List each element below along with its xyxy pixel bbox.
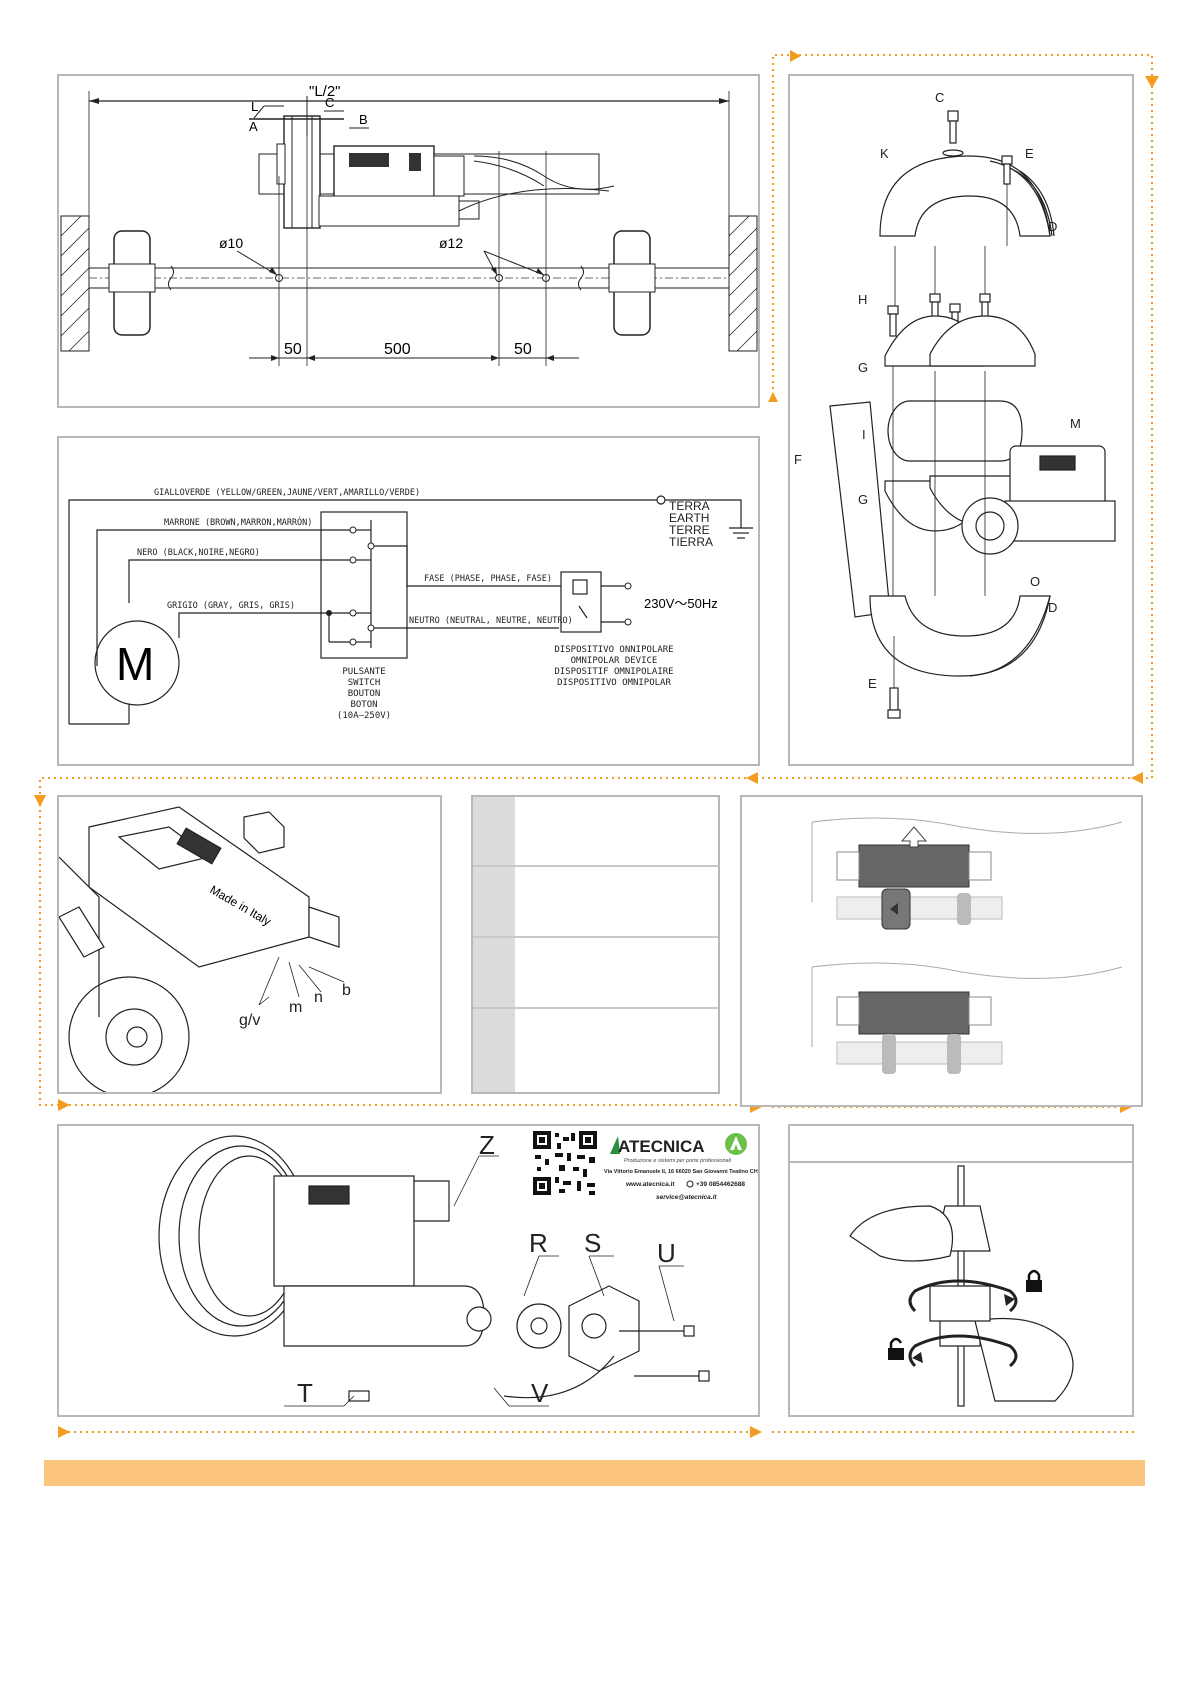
earth-label-fr: TERRE xyxy=(669,523,710,537)
footer-bar xyxy=(44,1460,1145,1486)
rotate-cw-icon xyxy=(1004,1294,1015,1306)
manual-release-diagram xyxy=(788,1124,1134,1417)
motor-terminal-diagram: Made in Italy g/v m n b xyxy=(57,795,442,1094)
wire-black-label: NERO (BLACK,NOIRE,NEGRO) xyxy=(137,548,260,558)
label-G-bottom: G xyxy=(858,492,868,507)
label-A: A xyxy=(249,119,258,134)
label-Z: Z xyxy=(479,1130,495,1160)
supply-label: 230V～50Hz xyxy=(644,596,718,611)
switch-label-en: SWITCH xyxy=(348,678,381,688)
label-T: T xyxy=(297,1378,313,1408)
brand-name: ATECNICA xyxy=(618,1137,705,1156)
label-C: C xyxy=(935,90,944,105)
step-table xyxy=(471,795,720,1094)
lock-open-icon xyxy=(888,1337,904,1360)
label-D-bottom: D xyxy=(1048,600,1057,615)
step-number-column xyxy=(473,797,515,1092)
label-I: I xyxy=(862,427,866,442)
table-divider xyxy=(473,936,718,938)
switch-label-es: BOTON xyxy=(350,700,377,710)
header-divider xyxy=(790,1161,1132,1163)
label-O: O xyxy=(1030,574,1040,589)
arrow-up-icon xyxy=(768,392,778,402)
earth-label-es: TIERRA xyxy=(669,535,713,549)
terminal-n: n xyxy=(314,989,323,1006)
label-E-bottom: E xyxy=(868,676,877,691)
wiring-diagram: GIALLOVERDE (YELLOW/GREEN,JAUNE/VERT,AMA… xyxy=(57,436,760,766)
wire-gray-label: GRIGIO (GRAY, GRIS, GRIS) xyxy=(167,601,295,611)
label-U: U xyxy=(657,1238,676,1268)
switch-block-bottom xyxy=(858,991,970,1035)
table-divider xyxy=(473,865,718,867)
label-H: H xyxy=(858,292,867,307)
phone-icon xyxy=(686,1180,694,1188)
label-L: L xyxy=(251,99,258,114)
dim-50-left: 50 xyxy=(284,341,302,358)
arrow-up-icon xyxy=(900,826,928,848)
brand-tagline: Produzione e sistemi per porte professio… xyxy=(624,1158,732,1164)
rotate-ccw-icon xyxy=(912,1352,923,1363)
label-F: F xyxy=(794,452,802,467)
dim-50-right: 50 xyxy=(514,341,532,358)
wire-ground-label: GIALLOVERDE (YELLOW/GREEN,JAUNE/VERT,AMA… xyxy=(154,488,420,498)
label-M: M xyxy=(1070,416,1081,431)
label-B: B xyxy=(359,112,368,127)
arrow-down-icon xyxy=(34,795,46,807)
phi10-label: ø10 xyxy=(219,235,243,251)
arrow-right-icon xyxy=(58,1099,70,1111)
label-R: R xyxy=(529,1228,548,1258)
label-V: V xyxy=(531,1378,549,1408)
brand-phone: +39 0854462688 xyxy=(696,1181,745,1188)
arrow-right-icon xyxy=(750,1426,762,1438)
installation-diagram: "L/2" xyxy=(57,74,760,408)
exploded-view: C E K D H G I F M G O D E xyxy=(788,74,1134,766)
terminal-gv: g/v xyxy=(239,1012,260,1029)
brake-assembly-diagram: Z R S U T V ATECNICA xyxy=(57,1124,760,1417)
label-S: S xyxy=(584,1228,601,1258)
brand-web: www.atecnica.it xyxy=(625,1181,675,1188)
lock-closed-icon xyxy=(1026,1269,1042,1292)
label-K: K xyxy=(880,146,889,161)
limit-switch-diagram xyxy=(740,795,1143,1107)
motor-symbol: M xyxy=(116,638,154,690)
wire-phase-label: FASE (PHASE, PHASE, FASE) xyxy=(424,574,552,584)
device-label-es: DISPOSITIVO OMNIPOLAR xyxy=(557,678,671,688)
table-divider xyxy=(473,1007,718,1009)
dim-half-label: "L/2" xyxy=(309,83,341,100)
switch-label-fr: BOUTON xyxy=(348,689,381,699)
svg-text:C: C xyxy=(935,90,944,105)
arrow-left-icon xyxy=(890,903,898,915)
arrow-right-icon xyxy=(790,50,801,62)
phi12-label: ø12 xyxy=(439,235,463,251)
brand-email: service@atecnica.it xyxy=(656,1194,717,1201)
switch-block-top xyxy=(858,844,970,888)
wire-brown-label: MARRONE (BROWN,MARRON,MARRÓN) xyxy=(164,516,312,528)
logo-a-icon xyxy=(730,1136,742,1150)
earth-label-en: EARTH xyxy=(669,511,709,525)
terminal-m: m xyxy=(289,999,302,1016)
arrow-left-icon xyxy=(1131,772,1143,784)
earth-label-it: TERRA xyxy=(669,499,710,513)
switch-label-it: PULSANTE xyxy=(342,667,385,677)
wall-left xyxy=(60,215,90,352)
label-D-top: D xyxy=(1048,219,1057,234)
qr-code[interactable] xyxy=(533,1131,597,1195)
atecnica-logo: ATECNICA Produzione e sistemi per porte … xyxy=(604,1133,758,1201)
brand-address: Via Vittorio Emanuele II, 16 66020 San G… xyxy=(604,1169,758,1175)
wall-right xyxy=(728,215,758,352)
arrow-right-icon xyxy=(58,1426,70,1438)
switch-rating: (10A–250V) xyxy=(337,711,391,721)
wire-neutral-label: NEUTRO (NEUTRAL, NEUTRE, NEUTRO) xyxy=(409,616,573,626)
label-E-top: E xyxy=(1025,146,1034,161)
arrow-left-icon xyxy=(746,772,758,784)
arrow-down-icon xyxy=(1145,76,1159,88)
device-label-en: OMNIPOLAR DEVICE xyxy=(571,656,658,666)
label-C: C xyxy=(325,95,334,110)
dim-500: 500 xyxy=(384,341,411,358)
device-label-it: DISPOSITIVO ONNIPOLARE xyxy=(554,645,673,655)
motor-top xyxy=(249,96,615,229)
terminal-b: b xyxy=(342,982,351,999)
label-G-top: G xyxy=(858,360,868,375)
device-label-fr: DISPOSITIF OMNIPOLAIRE xyxy=(554,667,673,677)
